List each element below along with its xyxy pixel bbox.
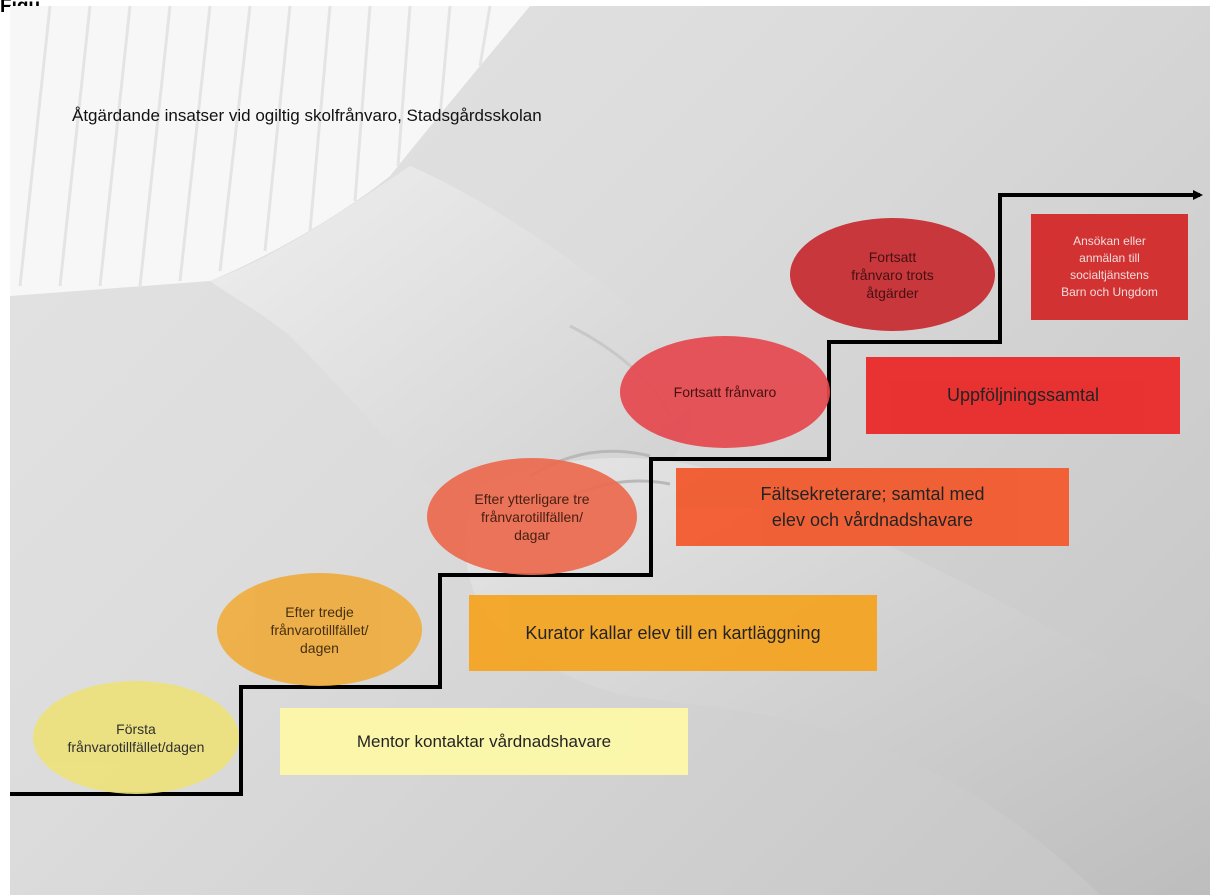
trigger-ellipse-4: Fortsatt frånvaro: [620, 336, 830, 448]
action-box-1: Mentor kontaktar vårdnadshavare: [280, 708, 688, 775]
action-box-3-text: Fältsekreterare; samtal med elev och vår…: [760, 484, 985, 530]
background-photo: Åtgärdande insatser vid ogiltig skolfrån…: [10, 6, 1210, 895]
action-box-5-text: Ansökan eller anmälan till socialtjänste…: [1061, 234, 1158, 299]
action-box-2-text: Kurator kallar elev till en kartläggning: [525, 622, 821, 643]
trigger-ellipse-4-text: Fortsatt frånvaro: [673, 384, 777, 400]
staircase-path: [10, 190, 1203, 796]
trigger-ellipse-5-text: Fortsatt frånvaro trots åtgärder: [851, 248, 934, 301]
trigger-ellipse-3: Efter ytterligare tre frånvarotillfällen…: [427, 458, 637, 575]
trigger-ellipse-5: Fortsatt frånvaro trots åtgärder: [790, 218, 995, 331]
staircase-line: [10, 190, 1203, 796]
action-box-4-text: Uppföljningssamtal: [946, 385, 1100, 405]
diagram-title: Åtgärdande insatser vid ogiltig skolfrån…: [72, 106, 542, 125]
trigger-ellipse-3-text: Efter ytterligare tre frånvarotillfällen…: [474, 490, 590, 543]
action-box-2: Kurator kallar elev till en kartläggning: [469, 595, 877, 671]
action-box-3: Fältsekreterare; samtal med elev och vår…: [676, 468, 1069, 546]
trigger-ellipse-1: Första frånvarotillfället/dagen: [33, 681, 239, 794]
trigger-ellipse-2: Efter tredje frånvarotillfället/ dagen: [217, 573, 422, 686]
action-box-1-text: Mentor kontaktar vårdnadshavare: [356, 731, 612, 751]
action-box-5: Ansökan eller anmälan till socialtjänste…: [1031, 214, 1188, 320]
trigger-ellipse-2-text: Efter tredje frånvarotillfället/ dagen: [270, 603, 369, 656]
trigger-ellipse-1-text: Första frånvarotillfället/dagen: [67, 720, 205, 755]
action-box-4: Uppföljningssamtal: [866, 357, 1180, 434]
